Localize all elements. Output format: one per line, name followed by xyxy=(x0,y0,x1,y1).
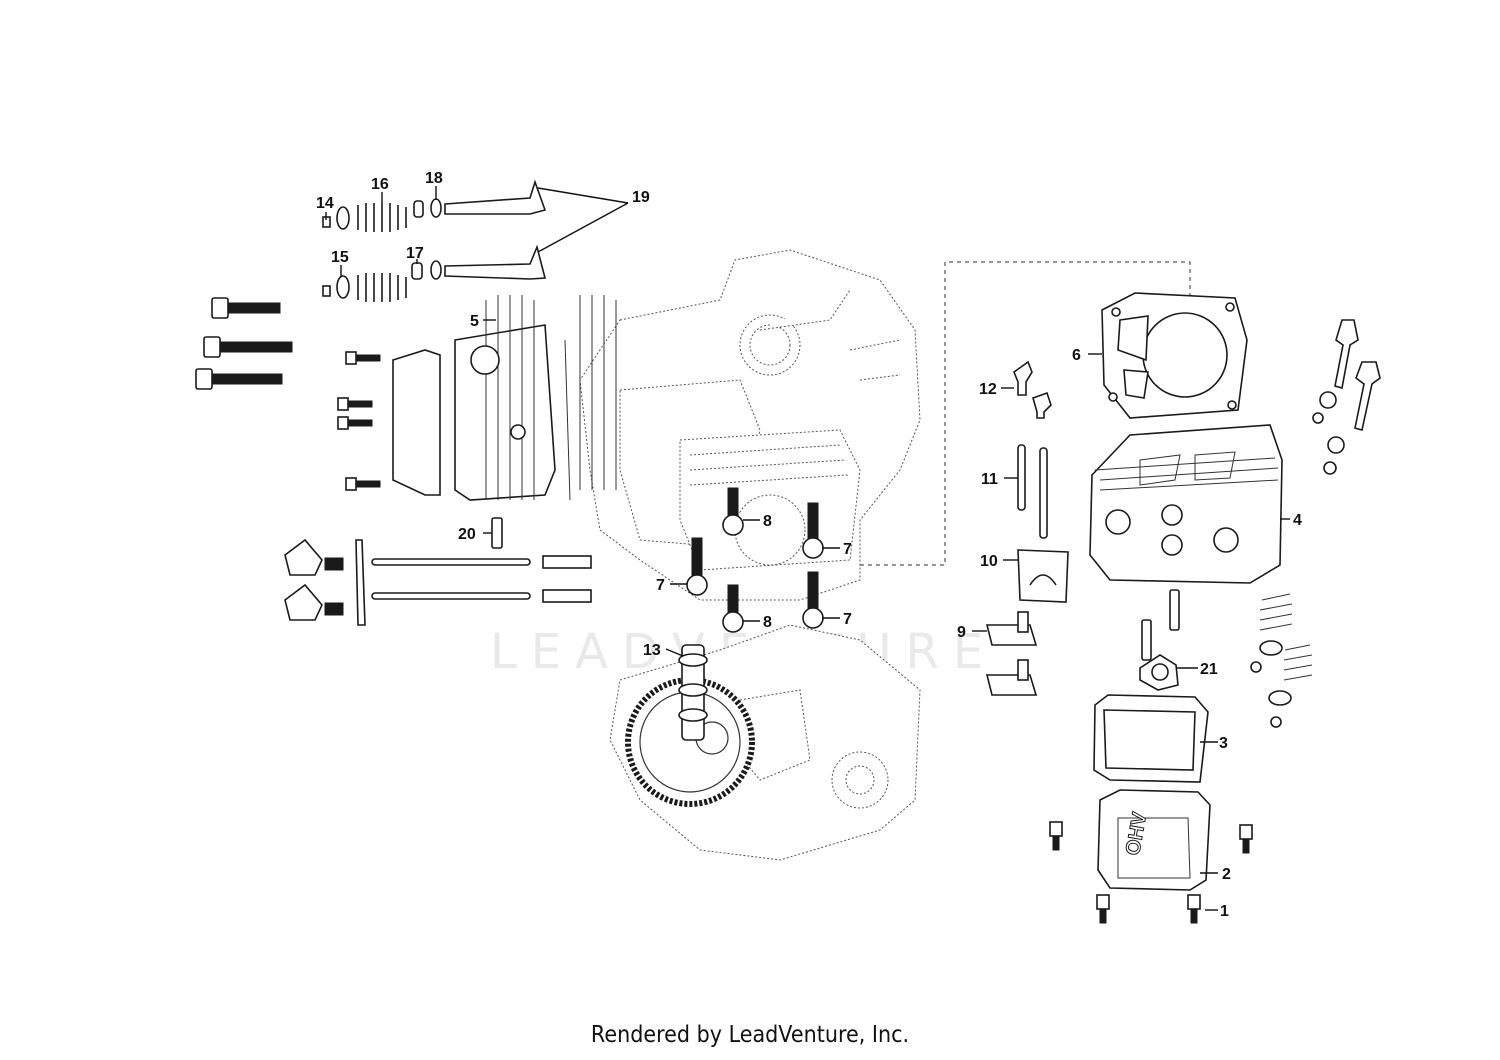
callout-13: 13 xyxy=(643,642,661,659)
crankcase-outline xyxy=(579,249,921,601)
valve-spring-lower xyxy=(357,273,407,302)
valve-seal-18 xyxy=(413,198,442,280)
valve-intake-exhaust-19 xyxy=(444,179,547,280)
callout-8-lower: 8 xyxy=(763,614,772,631)
callout-12: 12 xyxy=(979,381,997,398)
callout-1: 1 xyxy=(1220,903,1229,920)
valve-keeper-15 xyxy=(322,285,331,297)
cylinder-head-4 xyxy=(1089,424,1283,584)
callout-labels: 1 2 3 4 5 6 7 7 7 8 8 9 10 11 12 13 14 1… xyxy=(316,170,1302,920)
callout-7-lower: 7 xyxy=(843,611,852,628)
callout-5: 5 xyxy=(470,313,479,330)
callout-8-upper: 8 xyxy=(763,513,772,530)
callout-21: 21 xyxy=(1200,661,1218,678)
head-bolts-left xyxy=(195,297,381,491)
head-bolts-center xyxy=(686,487,824,633)
footer-credit: Rendered by LeadVenture, Inc. xyxy=(590,1022,910,1048)
callout-20: 20 xyxy=(458,526,476,543)
rocker-arms-right xyxy=(985,611,1038,696)
rocker-arms-left xyxy=(284,538,592,626)
callout-11: 11 xyxy=(981,471,998,488)
callout-3: 3 xyxy=(1219,735,1228,752)
camshaft xyxy=(678,644,708,741)
callout-6: 6 xyxy=(1072,347,1081,364)
callout-14: 14 xyxy=(316,195,334,212)
intake-gasket-21 xyxy=(1139,654,1179,691)
guide-plate-10 xyxy=(1017,549,1069,603)
head-gasket-6 xyxy=(1101,292,1248,419)
callout-17: 17 xyxy=(406,245,424,262)
stud-20 xyxy=(491,517,503,549)
valve-spring-16 xyxy=(357,203,407,232)
callout-9: 9 xyxy=(957,624,966,641)
callout-7-upper: 7 xyxy=(843,541,852,558)
leader-lines xyxy=(325,186,1290,911)
callout-19: 19 xyxy=(632,189,650,206)
callout-15: 15 xyxy=(331,249,349,266)
valve-cover-gasket-3 xyxy=(1093,694,1209,783)
callout-2: 2 xyxy=(1222,866,1231,883)
alignment-dashed-line xyxy=(860,261,1191,566)
valve-seal-17 xyxy=(411,262,423,280)
valve-cover-bolts-1 xyxy=(1049,821,1253,924)
pushrods-right xyxy=(1013,360,1052,539)
spring-retainer xyxy=(336,206,350,299)
callout-7-left: 7 xyxy=(656,577,665,594)
callout-16: 16 xyxy=(371,176,389,193)
callout-4: 4 xyxy=(1293,512,1302,529)
cylinder-head-5 xyxy=(392,295,571,501)
valves-right xyxy=(1250,319,1381,728)
callout-18: 18 xyxy=(425,170,443,187)
valve-cover-2: OHV xyxy=(1097,789,1211,891)
studs-right xyxy=(1141,589,1180,661)
callout-10: 10 xyxy=(980,553,998,570)
